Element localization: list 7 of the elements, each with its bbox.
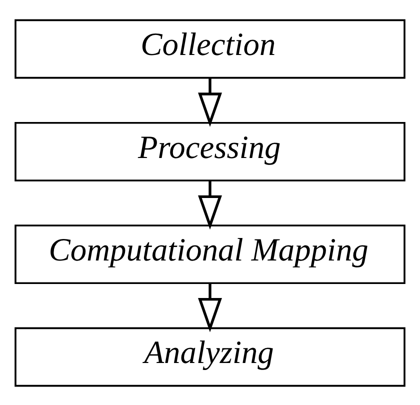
node-box: Computational Mapping <box>14 224 406 284</box>
node-box: Processing <box>14 121 406 181</box>
arrow <box>198 77 222 126</box>
node-box: Analyzing <box>14 326 406 386</box>
node-box: Collection <box>14 18 406 78</box>
arrow <box>198 282 222 332</box>
arrow <box>198 180 222 230</box>
